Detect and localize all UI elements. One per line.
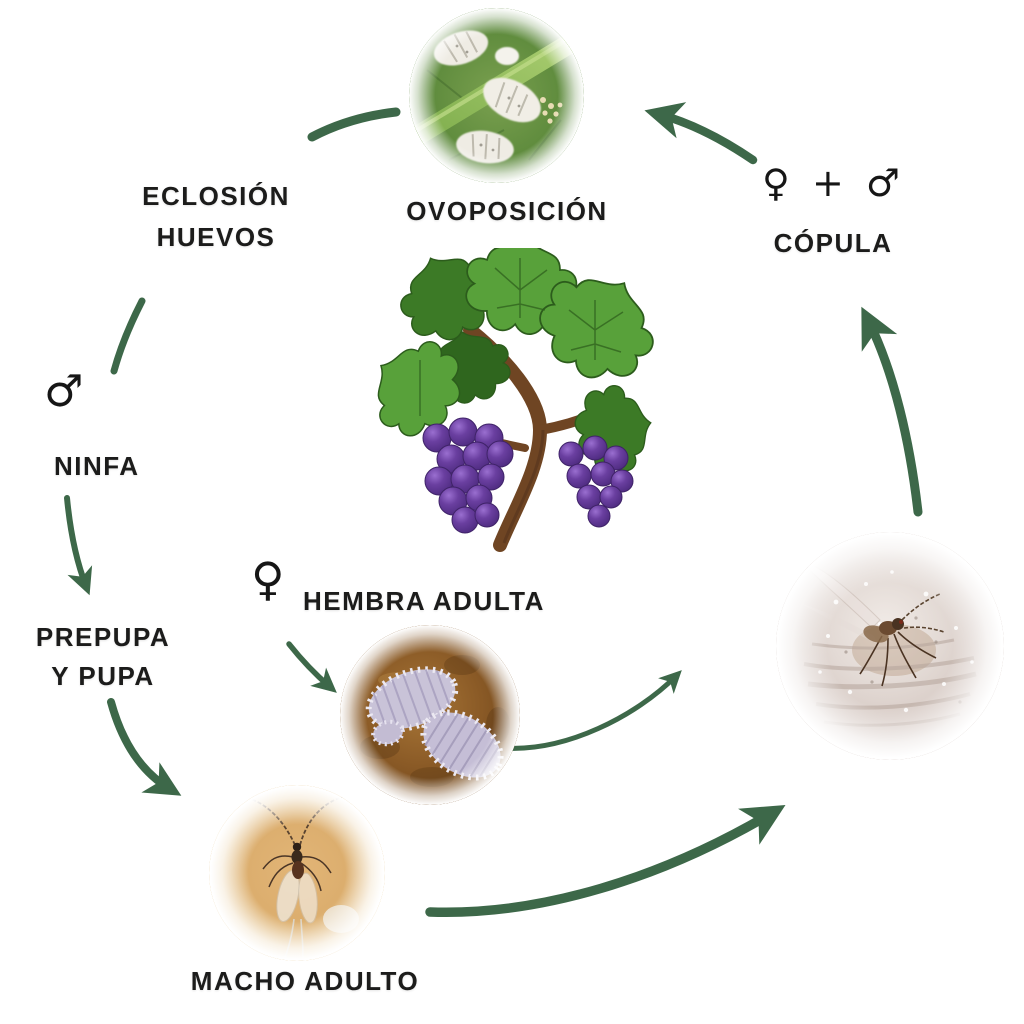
label-hembra-adulta: HEMBRA ADULTA [303,586,545,616]
label-eclosion-huevos: ECLOSIÓN HUEVOS [142,176,290,258]
arrow-ovoposicion-eclosion [307,107,401,142]
copula-photo [776,532,1004,760]
label-ninfa: NINFA [54,451,140,481]
arrow-eclosion-ninfa [110,297,146,375]
label-prepupa-line1: PREPUPA [35,622,171,652]
label-ovoposicion: OVOPOSICIÓN [406,196,608,226]
arrow-hembra-pointer [286,641,337,693]
label-prepupa-pupa: PREPUPA Y PUPA [36,618,170,696]
copula-male-female-symbols: ♀ + ♂ [762,161,900,205]
label-eclosion-line1: ECLOSIÓN [142,181,290,211]
ovoposicion-photo [409,8,584,183]
macho-adulto-photo [209,785,385,961]
ninfa-male-symbol: ♂ [44,366,84,417]
arrow-ninfa-prepupa [64,495,93,596]
label-macho-adulto: MACHO ADULTO [190,966,420,996]
arrow-copula-ovoposicion [644,102,758,165]
grapevine-illustration [365,248,655,552]
label-eclosion-line2: HUEVOS [156,222,276,252]
arrow-macho-copula [425,805,786,918]
label-prepupa-line2: Y PUPA [51,661,155,691]
hembra-adulta-photo [340,625,520,805]
label-copula: CÓPULA [773,228,893,258]
hembra-female-symbol: ♀ [251,552,285,606]
arrow-prepupa-macho [107,698,182,796]
arrow-hembra-copula [501,670,682,751]
arrow-photo-copula-label [861,306,923,517]
